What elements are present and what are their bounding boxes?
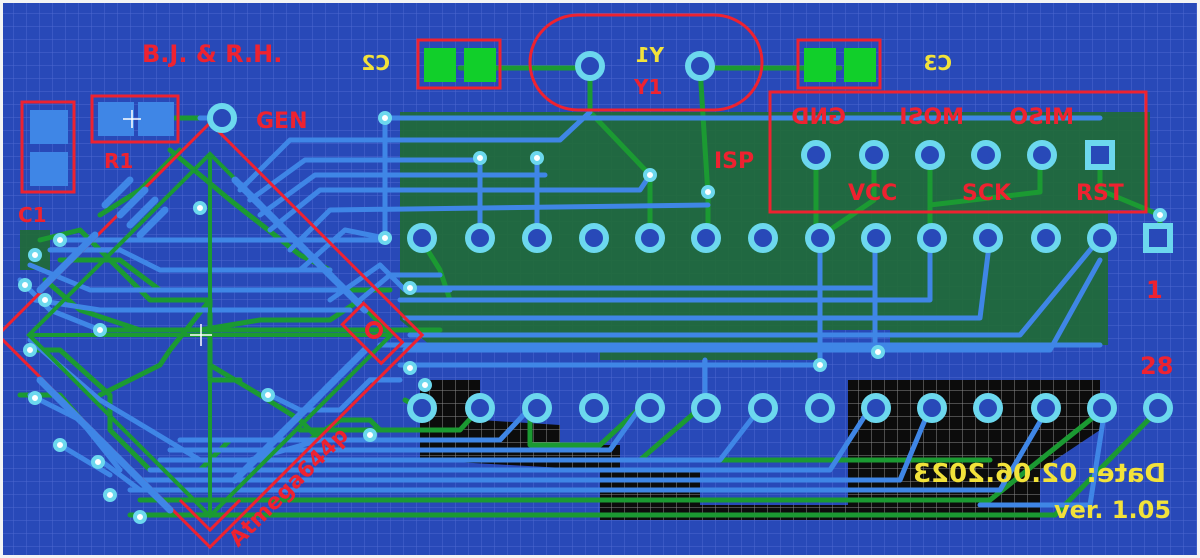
c3-label: C3 [923,51,952,75]
chip-pins [36,176,369,514]
c2-label: C2 [361,51,390,75]
crystal-outline [528,13,764,112]
pin1-label: 1 [1146,276,1163,304]
crystal-pads [575,51,715,81]
r1-pads [90,94,180,144]
isp-miso-label: MISO [1009,105,1074,130]
r1-label: R1 [104,149,133,173]
isp-gnd-label: GND [791,105,846,130]
vias [18,111,1167,524]
isp-vcc-label: VCC [848,181,897,206]
dip-row-bottom [407,393,1173,423]
version-label: ver. 1.05 [1054,496,1171,524]
isp-mosi-label: MOSI [899,105,964,130]
pin28-label: 28 [1140,352,1173,380]
y1-bottom-label: Y1 [633,75,662,99]
pin1-marker [178,301,405,533]
isp-pads [801,140,1115,170]
isp-label: ISP [714,149,754,174]
isp-rst-label: RST [1076,181,1124,206]
c3-pads [796,38,882,90]
isp-sck-label: SCK [962,181,1012,206]
date-label: Date: 02.06.2023 [913,459,1166,489]
credits-label: B.J. & R.H. [142,40,282,68]
y1-top-label: Y1 [636,43,665,67]
c1-pads [20,100,76,194]
gen-pad [207,103,237,133]
c1-label: C1 [18,203,47,227]
gen-label: GEN [256,109,308,134]
isp-outline [768,90,1148,214]
c2-pads [416,38,502,90]
dip-row-top [407,223,1173,253]
